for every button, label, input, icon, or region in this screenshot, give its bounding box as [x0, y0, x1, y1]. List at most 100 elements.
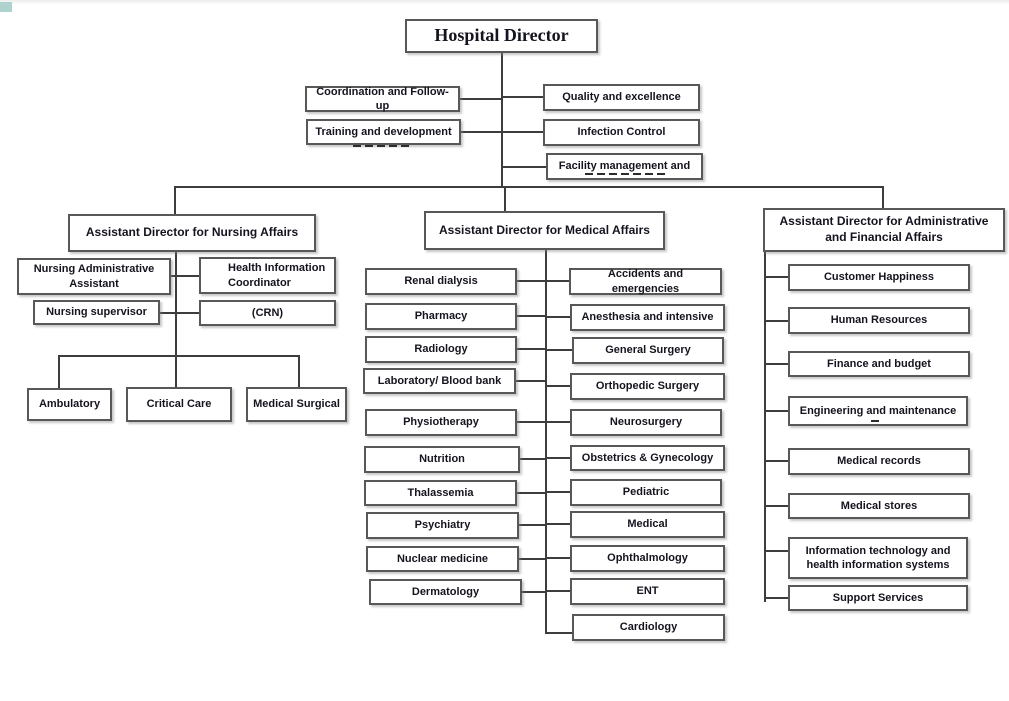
connector-line [765, 363, 789, 365]
crn-box: (CRN) [199, 300, 336, 326]
connector-line [58, 355, 60, 388]
nuclear-medicine-label: Nuclear medicine [396, 552, 489, 565]
medical-stores-label: Medical stores [840, 499, 918, 512]
general-surgery-label: General Surgery [605, 344, 691, 357]
connector-line [518, 558, 546, 560]
information-technology-box: Information technology and health informa… [788, 537, 968, 579]
connector-line [174, 186, 176, 214]
psychiatry-label: Psychiatry [414, 519, 471, 532]
pediatric-label: Pediatric [622, 486, 670, 499]
connector-line [503, 166, 546, 168]
facility-management-clipped-text [583, 173, 667, 176]
accidents-and-emergencies-box: Accidents and emergencies [569, 268, 722, 295]
ambulatory-label: Ambulatory [38, 398, 101, 411]
radiology-box: Radiology [365, 336, 517, 363]
dermatology-label: Dermatology [411, 585, 480, 598]
connector-line [764, 250, 766, 602]
physiotherapy-label: Physiotherapy [403, 416, 479, 429]
neurosurgery-box: Neurosurgery [570, 409, 722, 436]
connector-line [503, 131, 543, 133]
connector-line [504, 186, 506, 211]
connector-line [521, 591, 546, 593]
connector-line [516, 348, 546, 350]
assistant-director-nursing-box: Assistant Director for Nursing Affairs [68, 214, 316, 252]
customer-happiness-box: Customer Happiness [788, 264, 970, 291]
training-and-development-box: Training and development [306, 119, 461, 145]
obstetrics-gynecology-label: Obstetrics & Gynecology [581, 451, 714, 464]
assistant-director-nursing-label: Assistant Director for Nursing Affairs [85, 225, 299, 240]
connector-line [461, 131, 502, 133]
nursing-administrative-assistant-box: Nursing Administrative Assistant [17, 258, 171, 295]
quality-and-excellence-box: Quality and excellence [543, 84, 700, 111]
coordination-and-follow-up-box: Coordination and Follow-up [305, 86, 460, 112]
connector-line [460, 98, 502, 100]
corner-mark [0, 2, 12, 12]
connector-line [518, 524, 546, 526]
anesthesia-and-intensive-label: Anesthesia and intensive [581, 311, 714, 324]
general-surgery-box: General Surgery [572, 337, 724, 364]
assistant-director-medical-label: Assistant Director for Medical Affairs [439, 222, 650, 237]
connector-line [546, 349, 573, 351]
medical-records-box: Medical records [788, 448, 970, 475]
nursing-administrative-assistant-label: Nursing Administrative Assistant [33, 263, 155, 290]
nutrition-box: Nutrition [364, 446, 520, 473]
ambulatory-box: Ambulatory [27, 388, 112, 421]
connector-line [175, 355, 177, 387]
critical-care-label: Critical Care [146, 398, 212, 411]
medical-box: Medical [570, 511, 725, 538]
renal-dialysis-label: Renal dialysis [404, 275, 478, 288]
information-technology-label: health information systems [806, 559, 950, 571]
laboratory-blood-bank-label: Laboratory/ Blood bank [377, 374, 502, 387]
connector-line [516, 421, 546, 423]
training-and-development-clipped-text [348, 145, 414, 148]
facility-management-box: Facility management and [546, 153, 703, 180]
training-and-development-label: Training and development [315, 125, 452, 138]
customer-happiness-label: Customer Happiness [823, 271, 935, 284]
ent-box: ENT [570, 578, 725, 605]
connector-line [160, 312, 199, 314]
thalassemia-label: Thalassemia [407, 486, 474, 499]
support-services-box: Support Services [788, 585, 968, 611]
connector-line [545, 250, 547, 634]
medical-surgical-box: Medical Surgical [246, 387, 347, 422]
connector-line [765, 320, 789, 322]
page-top-band [0, 0, 1009, 4]
connector-line [765, 410, 789, 412]
connector-line [501, 53, 503, 187]
connector-line [58, 355, 300, 357]
medical-stores-box: Medical stores [788, 493, 970, 519]
connector-line [546, 523, 571, 525]
connector-line [765, 505, 789, 507]
assistant-director-admin-financial-label: and Financial Affairs [825, 230, 943, 244]
connector-line [765, 550, 789, 552]
anesthesia-and-intensive-box: Anesthesia and intensive [570, 304, 725, 331]
connector-line [546, 457, 571, 459]
neurosurgery-label: Neurosurgery [609, 416, 683, 429]
psychiatry-box: Psychiatry [366, 512, 519, 539]
connector-line [516, 315, 546, 317]
pediatric-box: Pediatric [570, 479, 722, 506]
cardiology-label: Cardiology [619, 621, 678, 634]
orthopedic-surgery-label: Orthopedic Surgery [595, 380, 700, 393]
connector-line [546, 590, 571, 592]
medical-label: Medical [627, 518, 668, 531]
connector-line [516, 380, 546, 382]
laboratory-blood-bank-box: Laboratory/ Blood bank [363, 368, 516, 394]
engineering-and-maintenance-label: Engineering and maintenance [799, 404, 957, 417]
pharmacy-box: Pharmacy [365, 303, 517, 330]
ophthalmology-box: Ophthalmology [570, 545, 725, 572]
medical-records-label: Medical records [837, 455, 921, 468]
information-technology-label: Information technology and [805, 544, 951, 557]
connector-line [546, 316, 571, 318]
nursing-supervisor-box: Nursing supervisor [33, 300, 160, 325]
assistant-director-admin-financial-label: Assistant Director for Administrative [779, 214, 989, 229]
connector-line [765, 460, 789, 462]
connector-line [765, 597, 789, 599]
support-services-label: Support Services [832, 591, 924, 604]
nuclear-medicine-box: Nuclear medicine [366, 546, 519, 572]
connector-line [546, 280, 570, 282]
human-resources-label: Human Resources [830, 314, 928, 327]
